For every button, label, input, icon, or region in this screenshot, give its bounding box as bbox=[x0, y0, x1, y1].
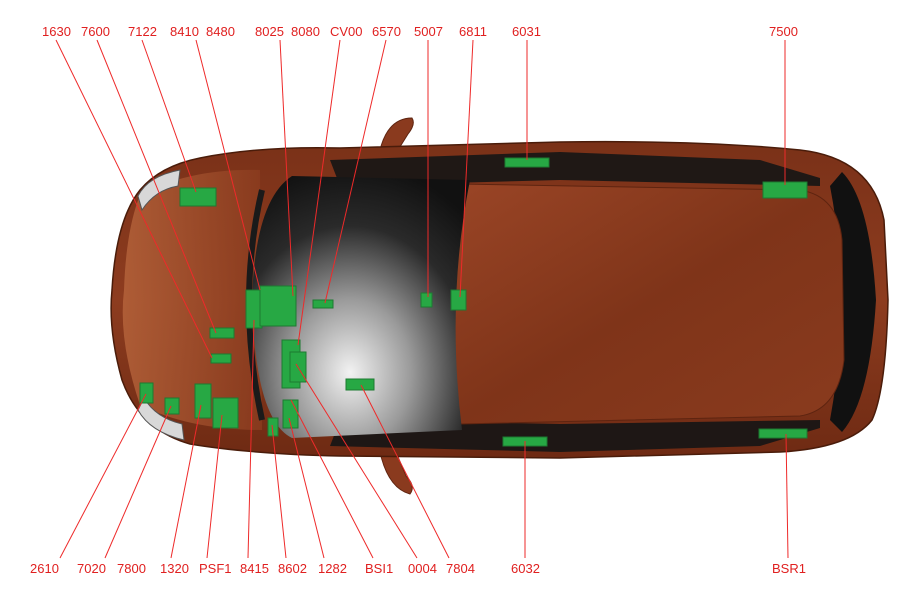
label-bsi1[interactable]: BSI1 bbox=[365, 561, 393, 576]
labels-bottom: 2610 7020 7800 1320 PSF1 8415 8602 1282 … bbox=[30, 561, 806, 576]
label-7804[interactable]: 7804 bbox=[446, 561, 475, 576]
component-6570[interactable] bbox=[312, 299, 334, 309]
label-cv00[interactable]: CV00 bbox=[330, 24, 363, 39]
component-5007[interactable] bbox=[420, 292, 433, 308]
label-8410[interactable]: 8410 bbox=[170, 24, 199, 39]
label-bsr1[interactable]: BSR1 bbox=[772, 561, 806, 576]
label-8080[interactable]: 8080 bbox=[291, 24, 320, 39]
component-7804[interactable] bbox=[345, 378, 375, 391]
label-7020[interactable]: 7020 bbox=[77, 561, 106, 576]
component-7122[interactable] bbox=[179, 187, 217, 207]
label-7500[interactable]: 7500 bbox=[769, 24, 798, 39]
label-psf1[interactable]: PSF1 bbox=[199, 561, 232, 576]
leader-lines bbox=[55, 39, 789, 559]
label-1282[interactable]: 1282 bbox=[318, 561, 347, 576]
label-7800[interactable]: 7800 bbox=[117, 561, 146, 576]
component-7600[interactable] bbox=[210, 353, 232, 364]
hood bbox=[122, 169, 262, 430]
label-5007[interactable]: 5007 bbox=[414, 24, 443, 39]
label-6031[interactable]: 6031 bbox=[512, 24, 541, 39]
left-headlight bbox=[137, 169, 181, 212]
labels-top: 1630 7600 7122 8410 8480 8025 8080 CV00 … bbox=[42, 24, 798, 39]
label-6811[interactable]: 6811 bbox=[459, 24, 487, 39]
label-8415[interactable]: 8415 bbox=[240, 561, 269, 576]
label-2610[interactable]: 2610 bbox=[30, 561, 59, 576]
left-mirror bbox=[379, 117, 414, 151]
right-mirror bbox=[379, 451, 413, 495]
label-6570[interactable]: 6570 bbox=[372, 24, 401, 39]
label-1630[interactable]: 1630 bbox=[42, 24, 71, 39]
right-headlight bbox=[137, 396, 185, 441]
label-6032[interactable]: 6032 bbox=[511, 561, 540, 576]
component-7020[interactable] bbox=[164, 397, 180, 415]
component-1630[interactable] bbox=[209, 327, 235, 339]
label-7600[interactable]: 7600 bbox=[81, 24, 110, 39]
label-8025[interactable]: 8025 bbox=[255, 24, 284, 39]
component-8480[interactable] bbox=[259, 285, 297, 327]
label-1320[interactable]: 1320 bbox=[160, 561, 189, 576]
component-6811[interactable] bbox=[450, 289, 467, 311]
label-0004[interactable]: 0004 bbox=[408, 561, 437, 576]
component-2610[interactable] bbox=[139, 382, 154, 404]
component-bsr1[interactable] bbox=[758, 428, 808, 439]
left-side-windows bbox=[330, 152, 820, 186]
label-7122[interactable]: 7122 bbox=[128, 24, 157, 39]
label-8602[interactable]: 8602 bbox=[278, 561, 307, 576]
component-1320[interactable] bbox=[194, 383, 212, 419]
roof bbox=[449, 183, 845, 425]
component-psf1[interactable] bbox=[212, 397, 239, 429]
label-8480[interactable]: 8480 bbox=[206, 24, 235, 39]
